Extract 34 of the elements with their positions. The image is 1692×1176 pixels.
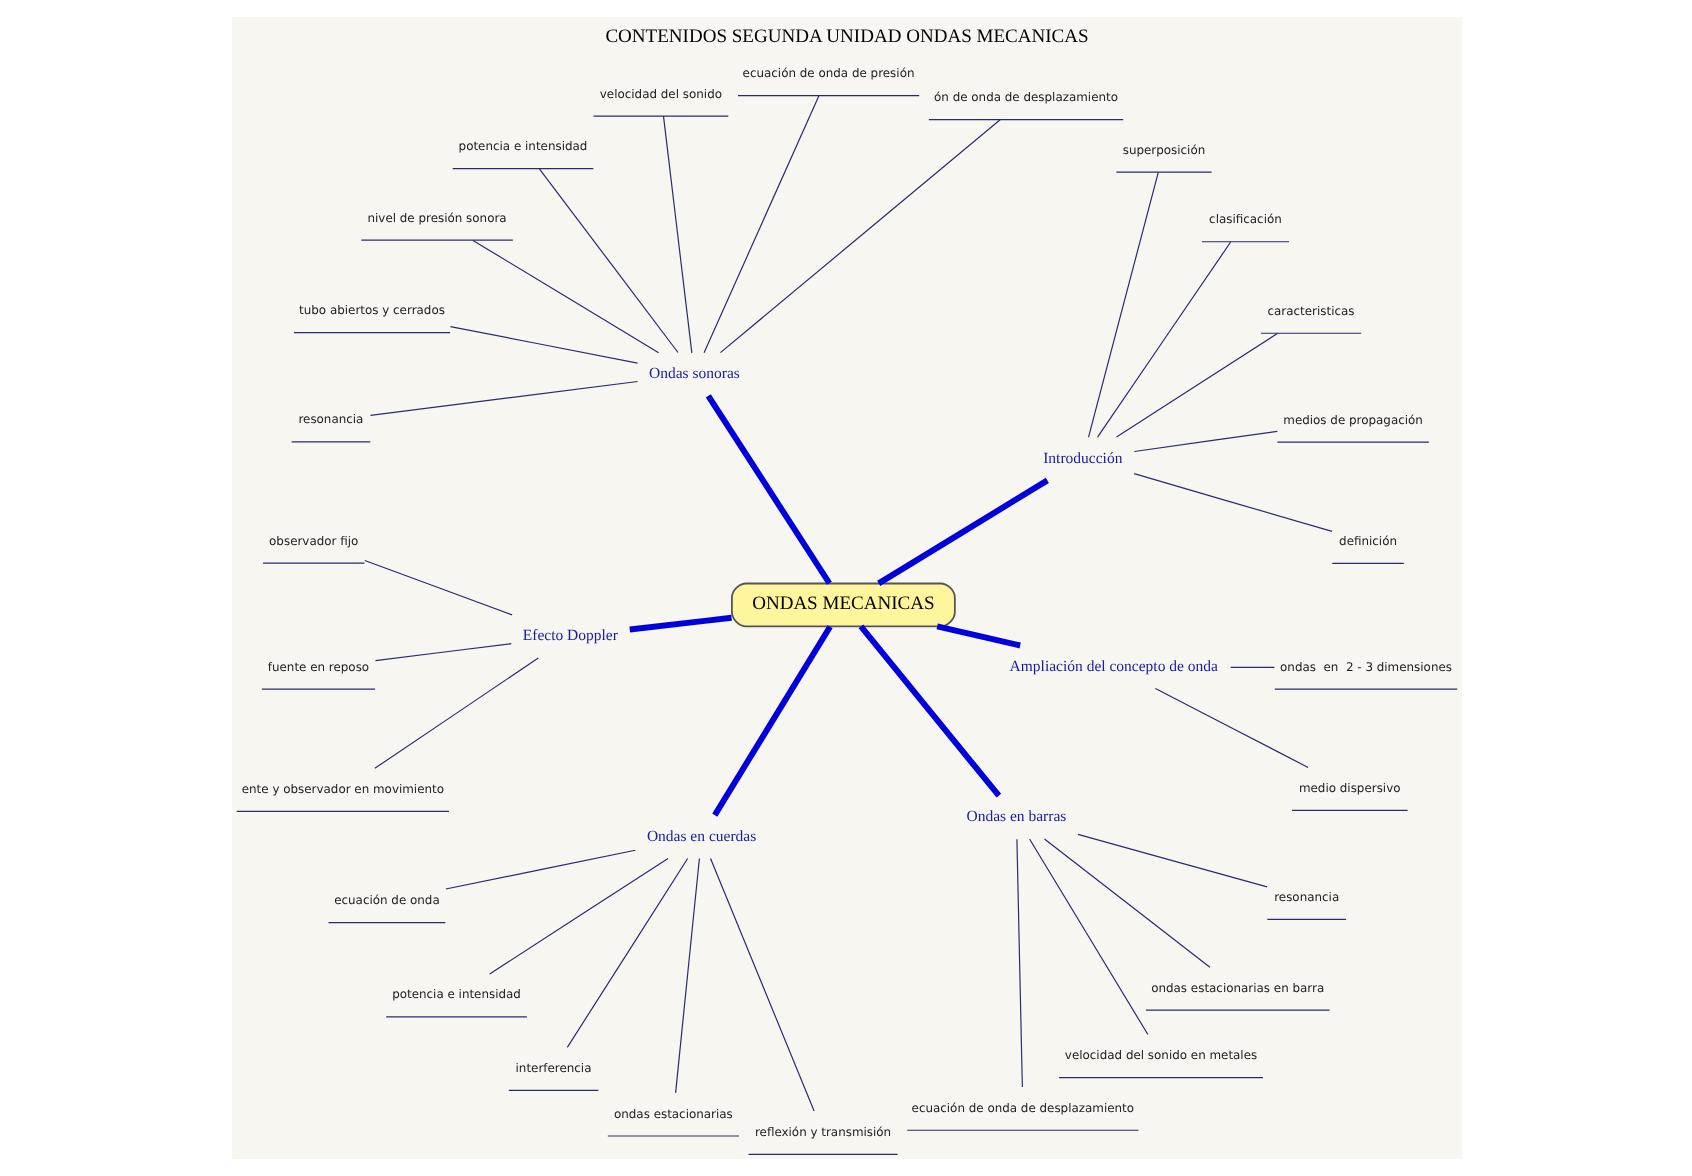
connector <box>1153 687 1308 769</box>
connector <box>373 657 538 769</box>
connector <box>704 394 831 585</box>
connector <box>565 857 688 1048</box>
connector <box>674 857 699 1094</box>
connector <box>363 559 512 616</box>
connector <box>661 115 692 354</box>
connector <box>876 477 1048 586</box>
connector <box>702 95 819 354</box>
connector <box>444 849 635 890</box>
connector <box>1027 838 1148 1036</box>
connector <box>1095 241 1231 438</box>
connector <box>857 624 1001 798</box>
connector <box>1076 833 1267 888</box>
connector <box>1132 430 1277 453</box>
connector <box>1042 838 1210 968</box>
node-box: ONDAS MECANICAS <box>730 582 955 628</box>
connector <box>373 643 511 662</box>
connector <box>628 614 731 633</box>
connector <box>368 380 638 416</box>
connector <box>1086 171 1158 438</box>
connector <box>488 857 668 975</box>
connector <box>935 623 1020 649</box>
connector <box>1114 332 1278 438</box>
connector <box>471 239 659 354</box>
connector <box>711 625 832 817</box>
connector <box>1229 666 1275 668</box>
connector <box>448 325 638 364</box>
diagram-title: CONTENIDOS SEGUNDA UNIDAD ONDAS MECANICAS <box>604 27 1088 48</box>
connector <box>537 168 678 354</box>
connector <box>718 119 1000 354</box>
connector <box>708 857 814 1112</box>
connector <box>1132 473 1332 532</box>
connector <box>1015 838 1022 1088</box>
